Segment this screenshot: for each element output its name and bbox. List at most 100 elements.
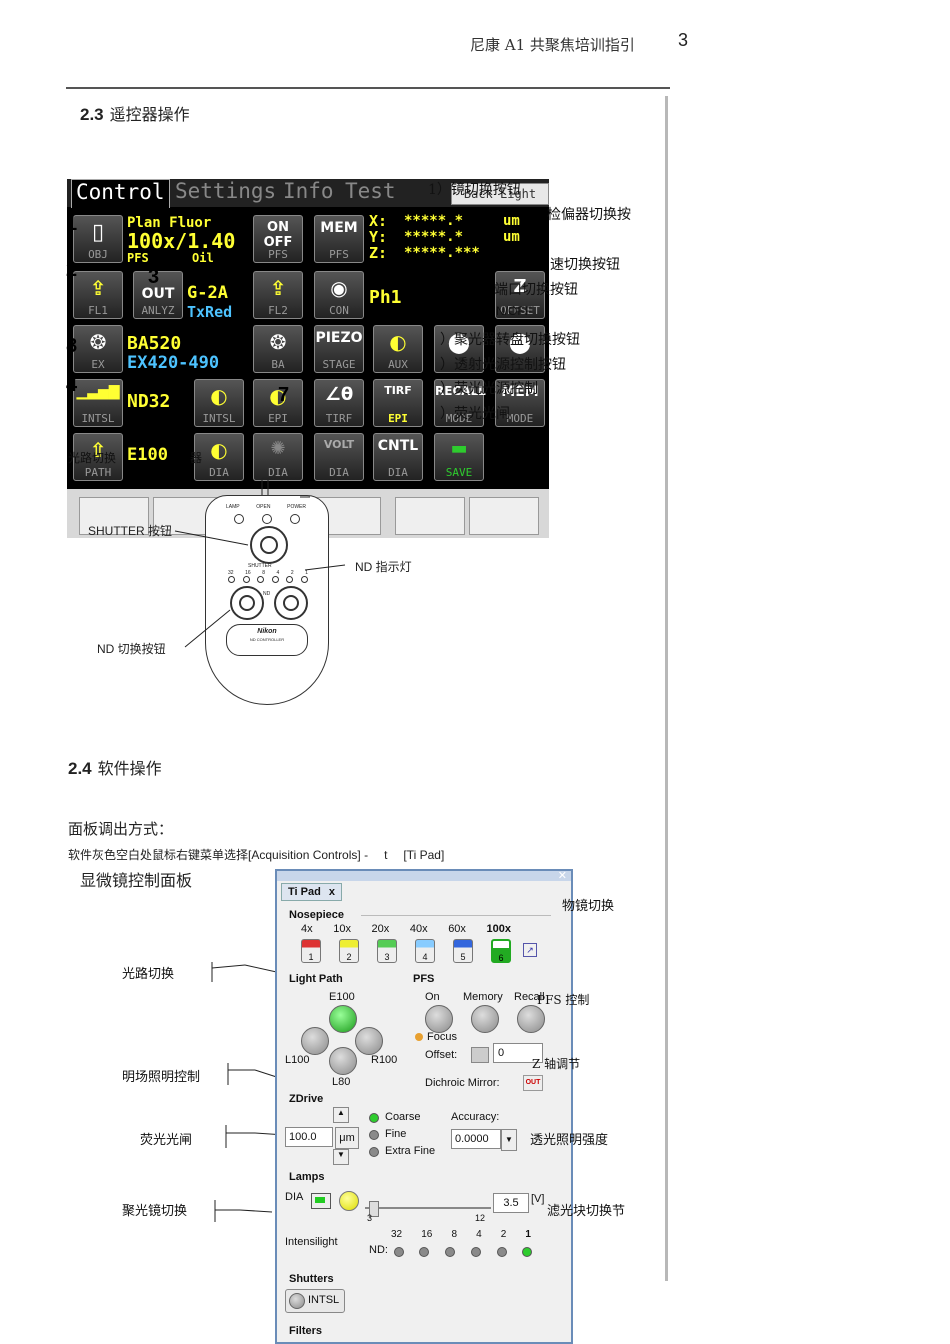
callout-num-4: 4: [66, 374, 78, 396]
aux-button[interactable]: ◐AUX: [373, 325, 423, 373]
fine-label: Fine: [385, 1128, 407, 1140]
light-path-l100-button[interactable]: [301, 1027, 329, 1055]
coord-values: *****.******.******.***: [404, 213, 480, 261]
camera-button[interactable]: ⬤: [434, 325, 484, 373]
backlight-button[interactable]: Back Light: [451, 183, 549, 205]
label-z-axis: Z 轴调节: [532, 1057, 581, 1071]
intsl-button[interactable]: ◐INTSL: [194, 379, 244, 427]
tab-control[interactable]: Control: [71, 179, 170, 208]
close-icon[interactable]: ✕: [557, 870, 567, 882]
accuracy-dropdown-icon[interactable]: ▼: [501, 1129, 517, 1151]
z-down-button[interactable]: ▼: [333, 1149, 349, 1165]
ex-button[interactable]: ❂EX: [73, 325, 123, 373]
popout-icon[interactable]: ↗: [523, 943, 537, 957]
panel-path-text: 软件灰色空白处鼠标右键菜单选择[Acquisition Controls] -t…: [68, 848, 445, 862]
light-path-r100-button[interactable]: [355, 1027, 383, 1055]
dichroic-out-button[interactable]: OUT: [523, 1075, 543, 1091]
dia-button[interactable]: ◐DIA: [194, 433, 244, 481]
callout-port: 端口切换按钮: [494, 282, 578, 298]
objective-2-button[interactable]: 2: [339, 939, 359, 963]
soft-key-5[interactable]: [469, 497, 539, 535]
dia-lamp-icon[interactable]: [339, 1191, 359, 1211]
nd16-radio[interactable]: [419, 1247, 429, 1257]
tab-settings[interactable]: Settings: [175, 179, 277, 203]
tab-info[interactable]: Info: [283, 179, 334, 203]
pfs-memory-button[interactable]: [471, 1005, 499, 1033]
objective-1-button[interactable]: 1: [301, 939, 321, 963]
pfs-heading: PFS: [413, 973, 435, 985]
nd-led-label: ND 指示灯: [355, 560, 412, 574]
objective-5-button[interactable]: 5: [453, 939, 473, 963]
epi-button[interactable]: ◐EPI: [253, 379, 303, 427]
header-title: 尼康 A1 共聚焦培训指引: [470, 36, 635, 54]
coarse-radio[interactable]: [369, 1113, 379, 1123]
save-button[interactable]: ▬SAVE: [434, 433, 484, 481]
coarse-label: Coarse: [385, 1111, 421, 1123]
camera-button-2[interactable]: ⬤: [495, 325, 545, 373]
fine-radio[interactable]: [369, 1130, 379, 1140]
intsl-nd-button[interactable]: ▁▃▅▇INTSL: [73, 379, 123, 427]
soft-key-4[interactable]: [395, 497, 465, 535]
nd8-radio[interactable]: [445, 1247, 455, 1257]
lamp-voltage-input[interactable]: 3.5: [493, 1193, 529, 1213]
light-path-e100-button[interactable]: [329, 1005, 357, 1033]
fl1-button[interactable]: ⇪FL1: [73, 271, 123, 319]
fl2-button[interactable]: ⇪FL2: [253, 271, 303, 319]
obj-button[interactable]: ▯OBJ: [73, 215, 123, 263]
objective-4-button[interactable]: 4: [415, 939, 435, 963]
objective-6-button[interactable]: 6: [491, 939, 511, 963]
pfs-on-label: On: [425, 991, 440, 1003]
ba-button[interactable]: ❂BA: [253, 325, 303, 373]
accuracy-select[interactable]: 0.0000: [451, 1129, 501, 1149]
nd1-radio[interactable]: [522, 1247, 532, 1257]
objective-3-button[interactable]: 3: [377, 939, 397, 963]
nd32-radio[interactable]: [394, 1247, 404, 1257]
filter-g2a: G-2A: [187, 283, 228, 303]
con-button[interactable]: ◉CON: [314, 271, 364, 319]
offset-stepper[interactable]: [471, 1047, 489, 1063]
offset-input[interactable]: 0: [493, 1043, 543, 1063]
pfs-recall-button[interactable]: [517, 1005, 545, 1033]
lamp-slider-track[interactable]: [365, 1207, 491, 1209]
nd-up-knob[interactable]: [274, 586, 308, 620]
z-up-button[interactable]: ▲: [333, 1107, 349, 1123]
dia-lamp-toggle[interactable]: [311, 1193, 331, 1209]
label-pfs-control: PFS 控制: [537, 993, 590, 1007]
nd4-radio[interactable]: [471, 1247, 481, 1257]
header-rule: [66, 87, 670, 89]
tab-test[interactable]: Test: [345, 179, 396, 203]
callout-fluo-shutter: ）荧光光闸: [440, 406, 510, 422]
nd-down-knob[interactable]: [230, 586, 264, 620]
e100-text: E100: [127, 445, 168, 465]
label-fluo-shutter: 荧光光闸: [140, 1133, 193, 1148]
path-button[interactable]: ⇧PATH: [73, 433, 123, 481]
intsl-shutter-button[interactable]: INTSL: [285, 1289, 345, 1313]
dia-lamp-button[interactable]: ✺DIA: [253, 433, 303, 481]
soft-key-1[interactable]: [79, 497, 149, 535]
pfs-on-button[interactable]: [425, 1005, 453, 1033]
slider-min-label: 3: [367, 1213, 373, 1223]
shutter-knob[interactable]: [250, 526, 288, 564]
extra-fine-radio[interactable]: [369, 1147, 379, 1157]
callout-objective-switch: 1）镜切换按钮: [428, 182, 521, 198]
nd2-radio[interactable]: [497, 1247, 507, 1257]
z-position-input[interactable]: 100.0: [285, 1127, 333, 1147]
light-path-l80-button[interactable]: [329, 1047, 357, 1075]
lamp-slider-thumb[interactable]: [369, 1201, 379, 1217]
